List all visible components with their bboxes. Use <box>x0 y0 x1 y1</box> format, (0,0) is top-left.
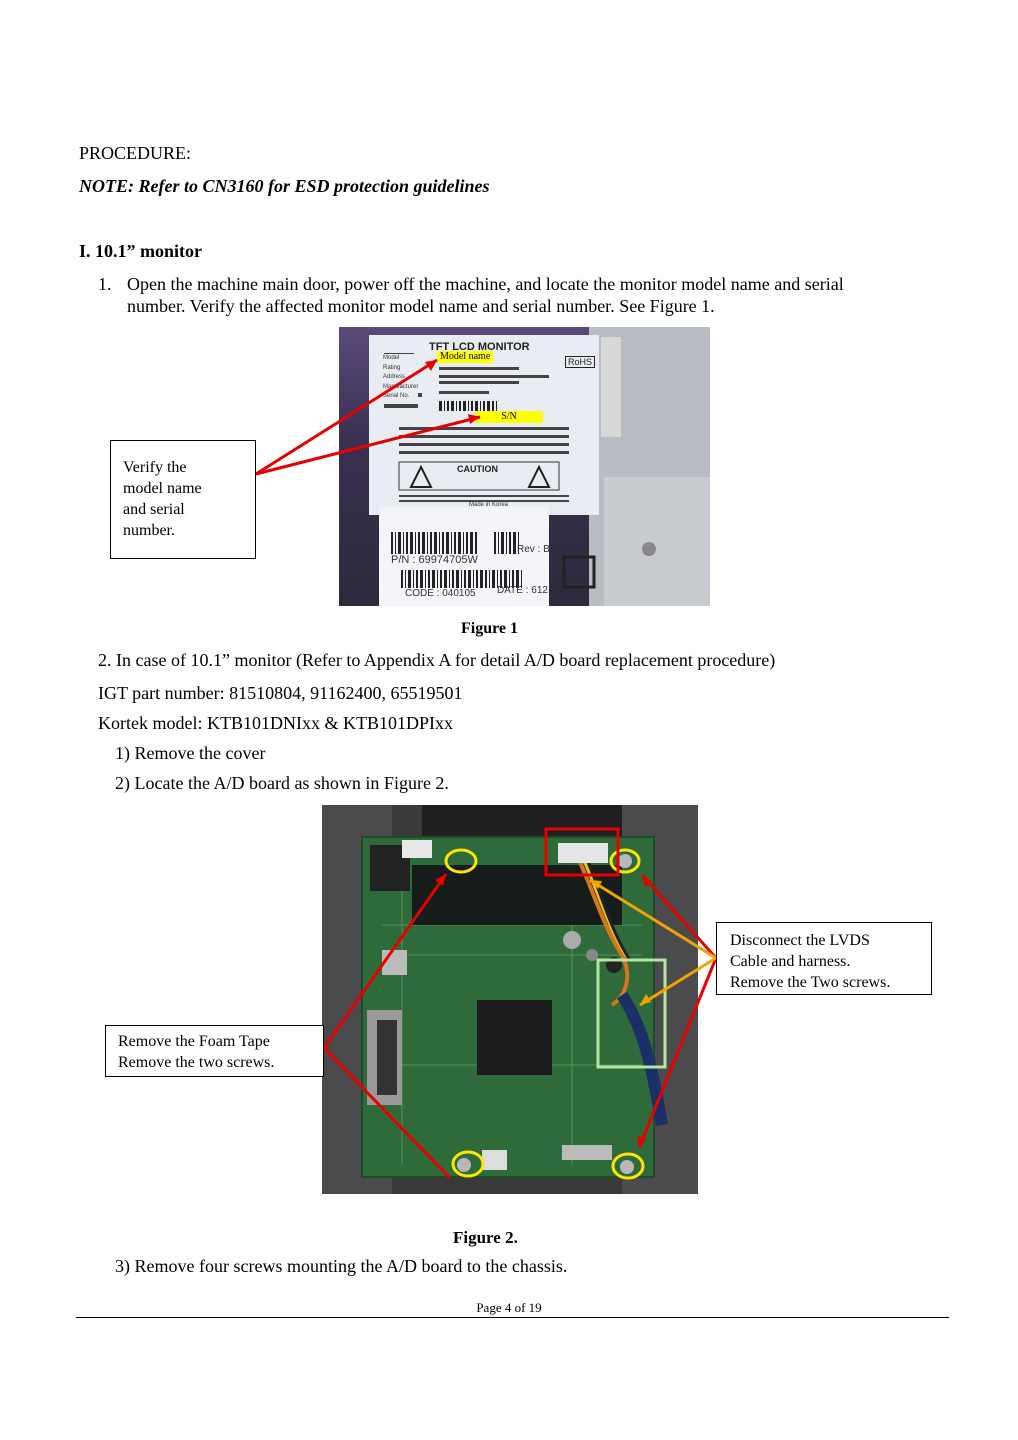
step1-line2: number. Verify the affected monitor mode… <box>127 296 715 316</box>
figure2-caption: Figure 2. <box>453 1228 518 1247</box>
callout-line: Disconnect the LVDS <box>730 932 870 949</box>
figure1-caption: Figure 1 <box>461 620 519 637</box>
field-model: Model <box>383 355 400 361</box>
callout-line: Remove the Two screws. <box>730 974 891 991</box>
callout-line: Remove the two screws. <box>118 1054 275 1071</box>
revision-text: Rev : B <box>517 544 550 555</box>
code-text: CODE : 040105 <box>405 588 476 599</box>
figure2-callout-left: Remove the Foam Tape Remove the two scre… <box>105 1025 324 1077</box>
label-fields: Model Rating Address Manufacturer Serial… <box>383 354 419 402</box>
esd-note: NOTE: Refer to CN3160 for ESD protection… <box>79 176 490 196</box>
substep-remove-cover: 1) Remove the cover <box>115 743 266 763</box>
callout-line: Cable and harness. <box>730 953 851 970</box>
rohs-mark: RoHS <box>565 356 596 368</box>
made-in-text: Made in Korea <box>469 502 509 508</box>
step3-line: 3) Remove four screws mounting the A/D b… <box>115 1256 568 1276</box>
monitor-label-photo: TFT LCD MONITOR RoHS Model Rating Addres… <box>339 327 710 606</box>
date-text: DATE : 612 <box>497 585 548 596</box>
callout-line: number. <box>123 522 175 539</box>
callout-line: Remove the Foam Tape <box>118 1033 270 1050</box>
step1-line1: Open the machine main door, power off th… <box>127 274 844 294</box>
figure2-callout-right: Disconnect the LVDS Cable and harness. R… <box>716 922 932 995</box>
step2-line: 2. In case of 10.1” monitor (Refer to Ap… <box>98 650 776 670</box>
step1-number: 1. <box>98 274 112 294</box>
part-number-text: P/N : 69974705W <box>391 554 478 566</box>
ad-board-photo <box>322 805 698 1194</box>
procedure-heading: PROCEDURE: <box>79 143 192 163</box>
callout-line: model name <box>123 480 202 497</box>
callout-line: Verify the <box>123 459 187 476</box>
serial-number-tag: S/N <box>475 411 543 423</box>
footer-rule <box>76 1317 949 1318</box>
label-title: TFT LCD MONITOR <box>429 341 530 353</box>
substep-locate-board: 2) Locate the A/D board as shown in Figu… <box>115 773 449 793</box>
field-rating: Rating <box>383 364 401 371</box>
figure1-callout: Verify the model name and serial number. <box>110 440 256 559</box>
page-footer: Page 4 of 19 <box>476 1300 542 1315</box>
field-serial: Serial No. <box>383 393 410 399</box>
field-manufacturer: Manufacturer <box>383 383 419 390</box>
caution-text: CAUTION <box>457 464 498 474</box>
igt-part-number: IGT part number: 81510804, 91162400, 655… <box>98 683 463 703</box>
kortek-model: Kortek model: KTB101DNIxx & KTB101DPIxx <box>98 713 453 733</box>
model-name-tag: Model name <box>437 351 494 363</box>
callout-line: and serial <box>123 501 185 518</box>
section-title: I. 10.1” monitor <box>79 241 202 261</box>
field-address: Address <box>383 374 406 380</box>
